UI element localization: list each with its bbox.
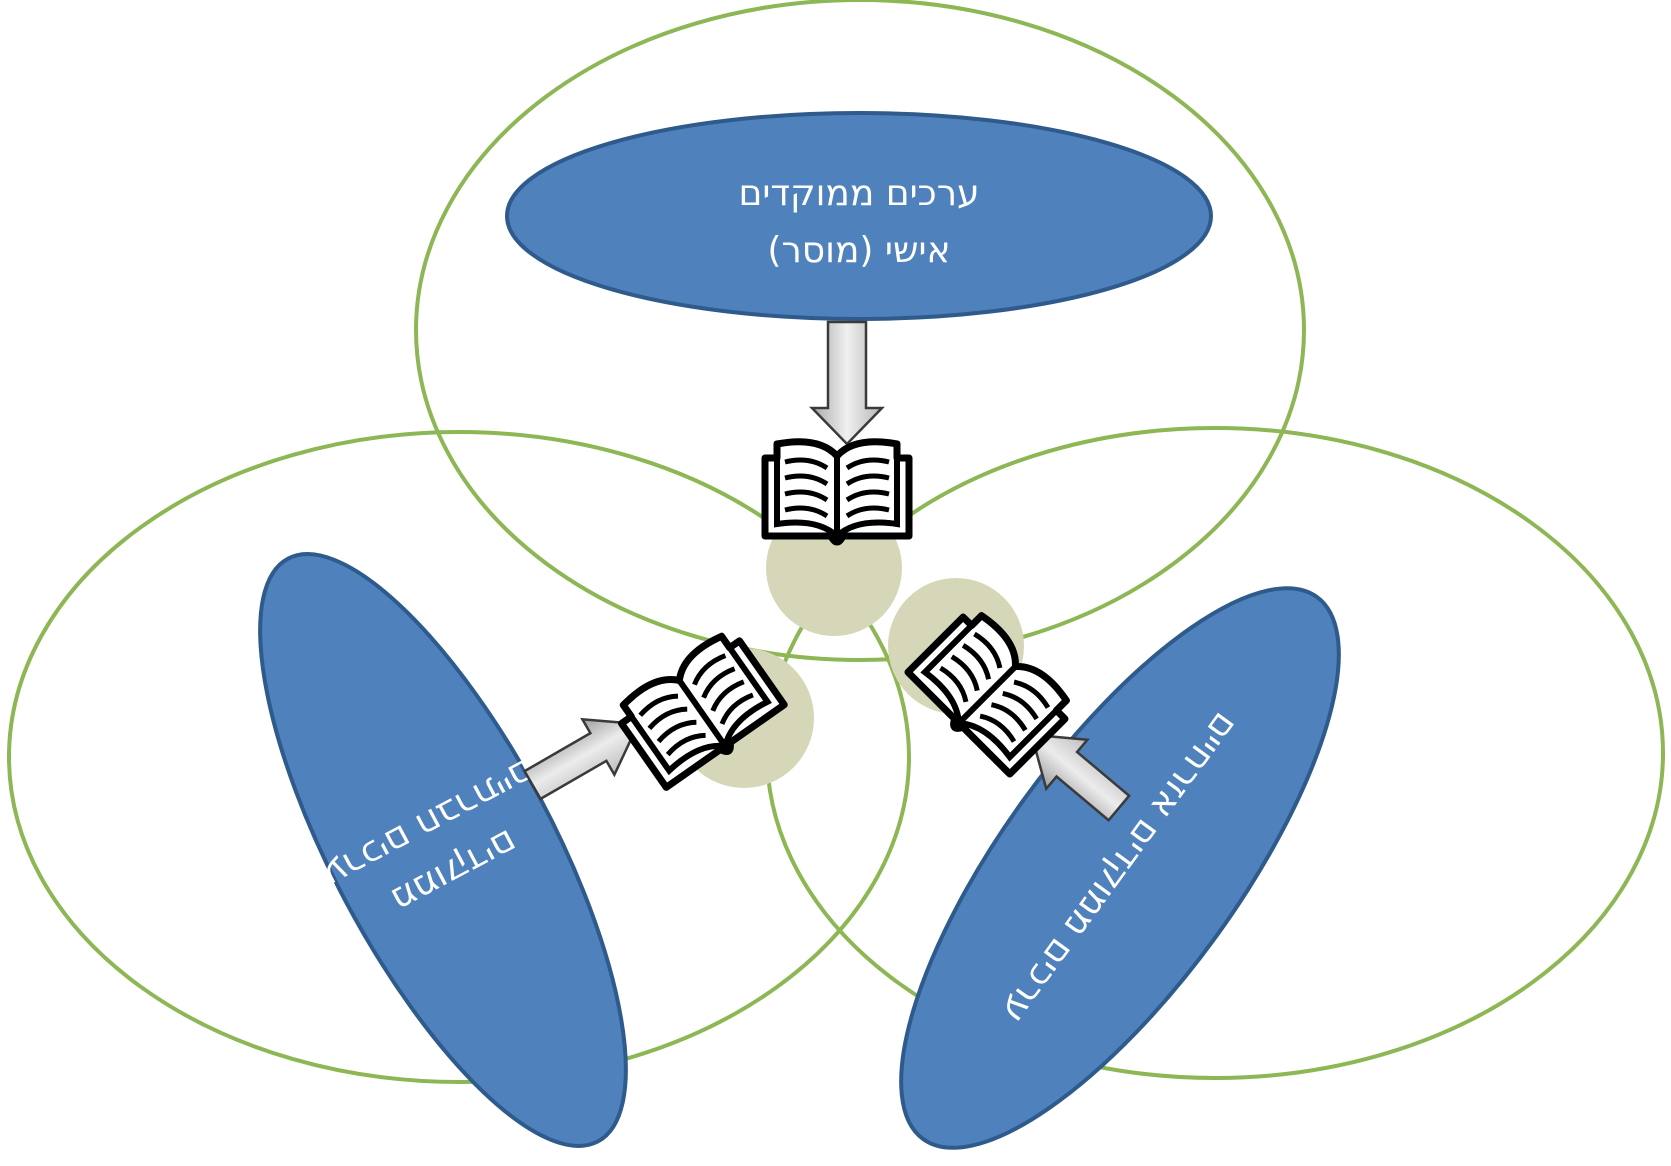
book-icon [765,442,909,636]
top-ellipse-line2: אישי (מוסר) [767,230,950,271]
venn-circle-top [414,0,1306,662]
arrow-icon [809,320,885,446]
left-value-ellipse: ממוקדים ערכים חברתיים [258,552,628,1148]
top-value-ellipse: ערכים ממוקדים אישי (מוסר) [505,111,1213,321]
book-icon [888,578,1076,778]
book-icon [612,628,814,793]
right-value-ellipse: ערכים ממוקדים אזרחיים [899,586,1341,1150]
top-ellipse-line1: ערכים ממוקדים [738,173,979,214]
arrow-icon [1029,733,1131,823]
venn-circle-left [7,430,911,1084]
arrow-icon [522,717,641,801]
